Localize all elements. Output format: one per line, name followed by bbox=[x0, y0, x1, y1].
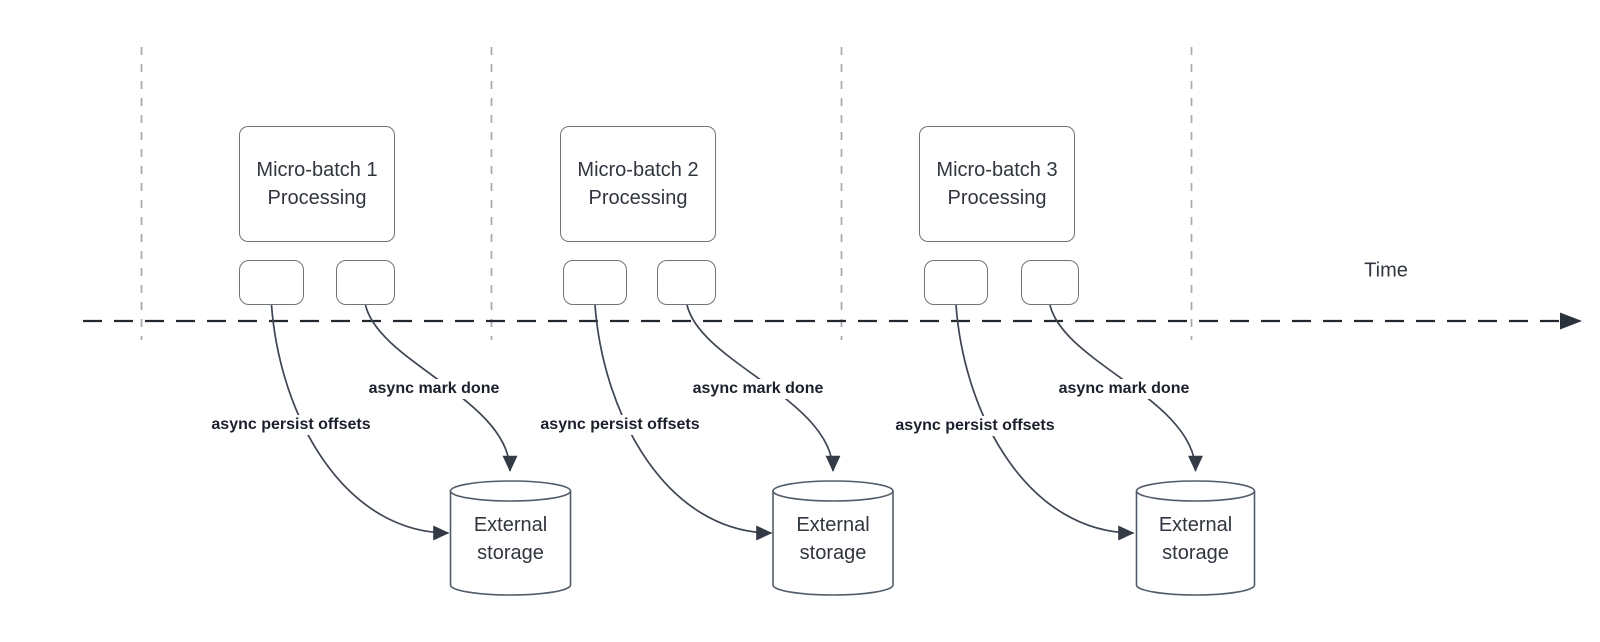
external-storage-label-3-line2: storage bbox=[1162, 542, 1229, 564]
persist-offsets-label-1: async persist offsets bbox=[208, 415, 374, 435]
external-storage-label-3: External storage bbox=[1159, 511, 1232, 567]
done-box-2 bbox=[657, 260, 716, 305]
done-box-3 bbox=[1021, 260, 1079, 305]
persist-offsets-arrow-1 bbox=[270, 304, 450, 541]
persist-offsets-arrow-2 bbox=[594, 304, 773, 541]
microbatch-box-2-line1: Micro-batch 2 bbox=[577, 159, 699, 181]
microbatch-box-1: Micro-batch 1 Processing bbox=[239, 126, 395, 242]
external-storage-label-1-line2: storage bbox=[477, 542, 544, 564]
microbatch-box-1-line1: Micro-batch 1 bbox=[256, 159, 378, 181]
persist-offsets-label-3: async persist offsets bbox=[892, 416, 1058, 436]
external-storage-cylinder-2 bbox=[772, 480, 894, 596]
microbatch-box-3-line1: Micro-batch 3 bbox=[936, 159, 1058, 181]
microbatch-box-3-line2: Processing bbox=[947, 187, 1047, 209]
cylinder-top bbox=[772, 480, 894, 502]
external-storage-label-2-line2: storage bbox=[799, 542, 867, 564]
cylinder-body bbox=[449, 491, 572, 596]
microbatch-box-3: Micro-batch 3 Processing bbox=[919, 126, 1075, 242]
mark-done-label-2: async mark done bbox=[689, 379, 827, 399]
microbatch-box-2: Micro-batch 2 Processing bbox=[560, 126, 716, 242]
microbatch-box-1-line2: Processing bbox=[267, 187, 367, 209]
cylinder-top bbox=[1135, 480, 1256, 502]
external-storage-cylinder-3 bbox=[1135, 480, 1256, 596]
done-box-1 bbox=[336, 260, 395, 305]
time-axis-label: Time bbox=[1364, 259, 1408, 282]
offset-box-3 bbox=[924, 260, 988, 305]
external-storage-cylinder-1 bbox=[449, 480, 572, 596]
cylinder-body bbox=[1135, 491, 1256, 596]
mark-done-label-1: async mark done bbox=[365, 379, 503, 399]
persist-offsets-label-2: async persist offsets bbox=[537, 415, 703, 435]
cylinder-body bbox=[772, 491, 894, 596]
external-storage-label-1: External storage bbox=[474, 511, 547, 567]
mark-done-label-3: async mark done bbox=[1055, 379, 1193, 399]
external-storage-label-2: External storage bbox=[796, 511, 869, 567]
external-storage-label-2-line1: External bbox=[796, 514, 870, 536]
offset-box-2 bbox=[563, 260, 627, 305]
external-storage-label-3-line1: External bbox=[1158, 514, 1233, 536]
offset-box-1 bbox=[239, 260, 304, 305]
microbatch-box-2-line2: Processing bbox=[588, 187, 688, 209]
time-axis-arrowhead-icon bbox=[1560, 312, 1582, 330]
cylinder-top bbox=[449, 480, 572, 502]
persist-offsets-arrow-3 bbox=[955, 304, 1135, 541]
external-storage-label-1-line1: External bbox=[473, 514, 548, 536]
